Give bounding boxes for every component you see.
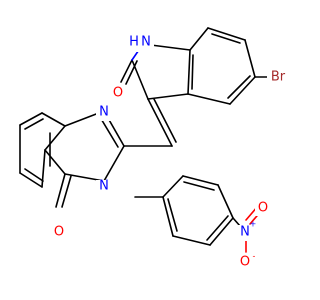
atom-n3: N bbox=[99, 179, 109, 194]
atom-bg bbox=[110, 85, 126, 101]
atom-bg bbox=[237, 225, 257, 241]
bond bbox=[41, 112, 66, 127]
bond bbox=[162, 175, 184, 198]
bond bbox=[167, 198, 178, 232]
bond bbox=[103, 145, 125, 182]
bond bbox=[24, 118, 44, 130]
bond bbox=[183, 181, 215, 191]
atom-o-quin: O bbox=[54, 225, 64, 240]
atom-br: Br bbox=[271, 70, 286, 85]
atom-bg bbox=[255, 200, 271, 216]
nitro-n-charge: + bbox=[250, 220, 257, 229]
atom-o-nitro-bottom: O bbox=[240, 255, 250, 270]
hetero-bonds bbox=[131, 43, 263, 253]
atom-bg bbox=[96, 105, 112, 121]
atom-o-indole: O bbox=[113, 86, 123, 101]
atom-bg bbox=[267, 70, 289, 86]
bond bbox=[44, 149, 66, 175]
bond bbox=[227, 75, 251, 99]
bond bbox=[99, 116, 119, 148]
atom-labels: H N O Br N N O N + O O - bbox=[51, 35, 289, 270]
molecule-structure-diagram: H N O Br N N O N + O O - bbox=[19, 27, 289, 270]
atom-n-indole: N bbox=[141, 35, 151, 50]
bond bbox=[172, 235, 211, 246]
bond bbox=[55, 173, 66, 208]
bond bbox=[217, 184, 234, 219]
nitro-o-charge: - bbox=[253, 252, 256, 261]
bond bbox=[147, 98, 173, 147]
bond bbox=[182, 175, 219, 186]
bond bbox=[209, 217, 234, 246]
bond bbox=[61, 175, 72, 208]
atom-n1: N bbox=[99, 105, 109, 120]
bond bbox=[244, 39, 256, 78]
bond bbox=[125, 60, 138, 85]
bonds bbox=[19, 27, 269, 246]
bond bbox=[44, 125, 66, 151]
bond bbox=[147, 93, 189, 100]
bond bbox=[120, 59, 133, 83]
bond bbox=[41, 149, 46, 188]
atom-o-nitro-top: O bbox=[258, 201, 268, 216]
bond bbox=[206, 215, 229, 241]
molecule-svg: H N O Br N N O N + O O - bbox=[19, 27, 289, 270]
bond bbox=[153, 98, 177, 143]
bond bbox=[229, 76, 256, 105]
atom-bg bbox=[237, 254, 261, 270]
bond bbox=[189, 27, 209, 51]
atom-n-nitro: N bbox=[240, 225, 250, 240]
bond bbox=[232, 217, 241, 227]
atom-bg bbox=[51, 224, 67, 240]
bond bbox=[187, 49, 191, 95]
bond bbox=[19, 172, 43, 188]
bond bbox=[211, 33, 241, 44]
bond bbox=[19, 112, 43, 126]
bond bbox=[64, 173, 105, 182]
atom-h: H bbox=[129, 35, 139, 50]
bond bbox=[24, 168, 44, 182]
atom-bg bbox=[130, 36, 154, 52]
bond bbox=[162, 196, 174, 237]
atom-bg bbox=[96, 180, 112, 196]
bond bbox=[187, 93, 231, 105]
bond bbox=[191, 54, 194, 90]
bond bbox=[207, 27, 246, 41]
